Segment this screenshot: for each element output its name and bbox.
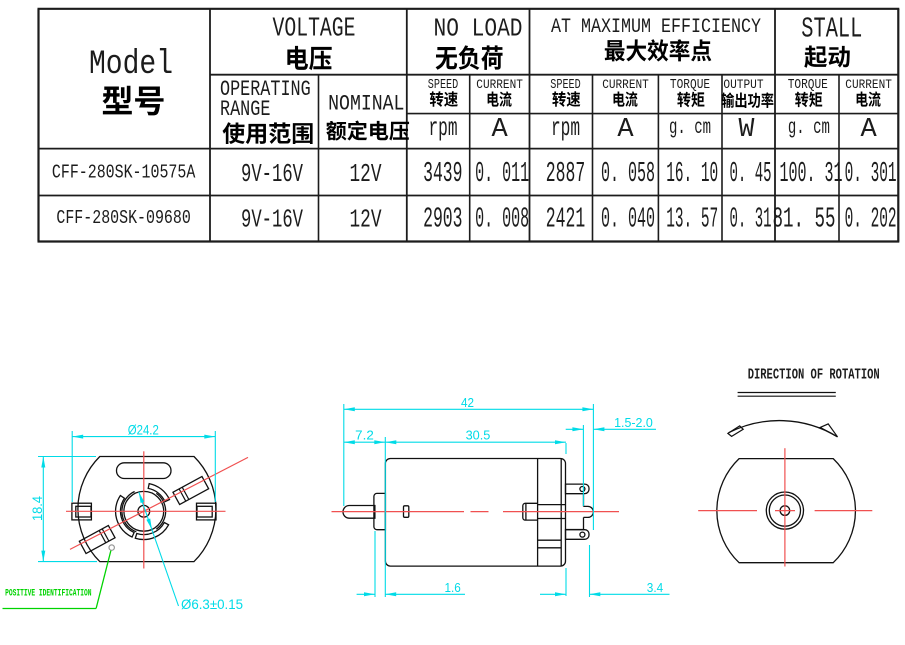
svg-text:9V-16V: 9V-16V <box>241 206 303 235</box>
svg-text:0. 058: 0. 058 <box>601 157 655 190</box>
svg-text:A: A <box>860 115 877 145</box>
svg-text:g. cm: g. cm <box>669 117 711 140</box>
svg-text:2887: 2887 <box>546 157 585 190</box>
svg-text:SPEED: SPEED <box>428 78 459 93</box>
svg-text:2421: 2421 <box>546 203 585 236</box>
svg-text:STALL: STALL <box>801 12 862 45</box>
svg-text:100. 31: 100. 31 <box>780 157 843 190</box>
svg-text:A: A <box>491 115 508 145</box>
svg-text:2903: 2903 <box>423 203 462 236</box>
svg-text:0. 011: 0. 011 <box>475 157 529 190</box>
svg-text:W: W <box>739 114 755 144</box>
svg-text:3.4: 3.4 <box>647 581 663 595</box>
svg-text:12V: 12V <box>350 160 382 189</box>
svg-text:Ø6.3±0.15: Ø6.3±0.15 <box>181 597 243 612</box>
svg-text:OUTPUT: OUTPUT <box>723 77 763 92</box>
svg-text:AT MAXIMUM EFFICIENCY: AT MAXIMUM EFFICIENCY <box>551 16 761 39</box>
svg-text:Ø24.2: Ø24.2 <box>128 423 159 438</box>
svg-text:CFF-280SK-09680: CFF-280SK-09680 <box>56 207 190 229</box>
svg-text:CURRENT: CURRENT <box>476 77 523 92</box>
svg-text:RANGE: RANGE <box>220 97 270 122</box>
svg-text:TORQUE: TORQUE <box>670 78 710 93</box>
svg-text:rpm: rpm <box>428 113 457 143</box>
svg-text:DIRECTION OF ROTATION: DIRECTION OF ROTATION <box>748 366 880 384</box>
svg-text:0. 301: 0. 301 <box>845 157 897 190</box>
svg-text:g. cm: g. cm <box>788 117 830 140</box>
svg-text:NO LOAD: NO LOAD <box>434 14 523 44</box>
svg-text:CFF-280SK-10575A: CFF-280SK-10575A <box>52 162 196 184</box>
svg-text:0. 45: 0. 45 <box>730 157 772 190</box>
svg-text:VOLTAGE: VOLTAGE <box>273 15 356 45</box>
svg-text:16. 10: 16. 10 <box>666 157 718 190</box>
svg-text:0. 202: 0. 202 <box>845 203 897 236</box>
svg-text:SPEED: SPEED <box>550 78 581 93</box>
svg-text:42: 42 <box>461 396 474 410</box>
svg-text:POSITIVE IDENTIFICATION: POSITIVE IDENTIFICATION <box>5 589 91 600</box>
svg-text:rpm: rpm <box>551 113 580 143</box>
svg-text:3439: 3439 <box>423 157 462 190</box>
svg-text:0. 040: 0. 040 <box>601 203 655 236</box>
svg-text:81. 55: 81. 55 <box>773 203 836 236</box>
svg-text:0. 31: 0. 31 <box>730 203 772 236</box>
svg-text:TORQUE: TORQUE <box>788 78 828 93</box>
svg-text:30.5: 30.5 <box>466 429 491 443</box>
svg-text:9V-16V: 9V-16V <box>241 160 303 189</box>
svg-text:12V: 12V <box>350 206 382 235</box>
svg-text:7.2: 7.2 <box>355 429 374 443</box>
svg-text:1.5-2.0: 1.5-2.0 <box>614 416 653 430</box>
svg-text:Model: Model <box>89 46 173 84</box>
svg-text:A: A <box>617 115 634 145</box>
svg-text:1.6: 1.6 <box>444 581 460 595</box>
svg-text:13. 57: 13. 57 <box>666 203 718 236</box>
svg-text:CURRENT: CURRENT <box>602 77 649 92</box>
svg-text:0. 008: 0. 008 <box>475 203 529 236</box>
svg-text:18.4: 18.4 <box>30 496 45 521</box>
svg-text:NOMINAL: NOMINAL <box>328 92 404 117</box>
svg-text:CURRENT: CURRENT <box>845 77 892 92</box>
svg-text:OPERATING: OPERATING <box>220 77 311 102</box>
